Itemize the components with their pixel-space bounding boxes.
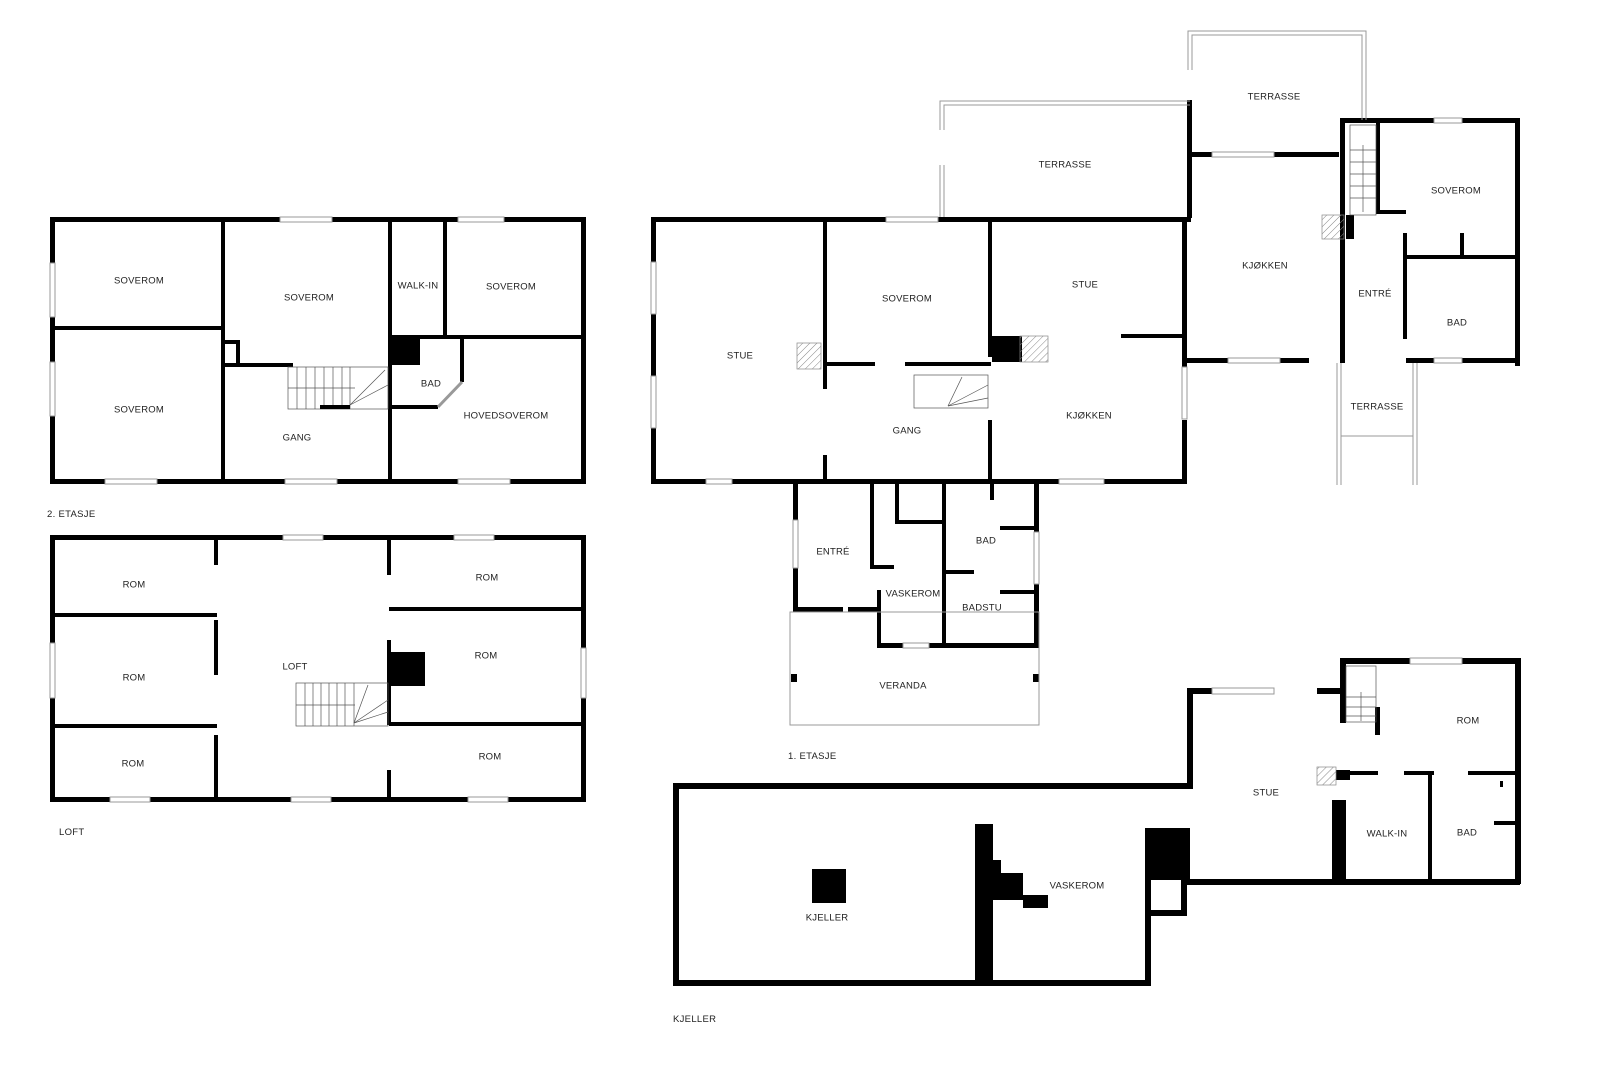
room-label: SOVEROM [1431,186,1481,197]
room-label: TERRASSE [1351,402,1404,413]
fireplace-icon [796,214,1345,370]
room-label: TERRASSE [1039,160,1092,171]
floor-1-windows [650,117,1463,649]
room-labels: SOVEROM SOVEROM WALK-IN SOVEROM SOVEROM BAD GA… [114,92,1481,924]
room-label: LOFT [282,662,307,673]
floor-kjeller [673,658,1521,986]
floor-title: LOFT [59,827,84,838]
room-label: ROM [123,580,146,591]
room-label: SOVEROM [486,282,536,293]
room-label: ENTRÉ [816,547,849,558]
room-label: STUE [1253,788,1279,799]
room-label: BAD [1447,318,1467,329]
room-label: ROM [475,651,498,662]
kjeller-details [1316,665,1377,786]
room-label: ROM [122,759,145,770]
floor-title: 1. ETASJE [788,751,836,762]
room-label: BADSTU [962,603,1002,614]
floor-labels: 2. ETASJE LOFT 1. ETASJE KJELLER [47,509,836,1025]
room-label: VERANDA [879,681,927,692]
room-label: GANG [893,426,922,437]
stairs-icon [287,366,389,410]
room-label: BAD [1457,828,1477,839]
floor-2-windows [49,216,511,485]
kjeller-windows [1211,657,1463,695]
room-label: KJELLER [806,913,849,924]
room-label: STUE [1072,280,1098,291]
room-label: TERRASSE [1248,92,1301,103]
room-label: GANG [283,433,312,444]
loft-windows [49,534,587,803]
room-label: ROM [479,752,502,763]
room-label: HOVEDSOVEROM [464,411,549,422]
room-label: ROM [123,673,146,684]
room-label: WALK-IN [1367,829,1408,840]
floor-title: KJELLER [673,1014,716,1025]
floor-1-stairs-icon [913,124,1377,409]
room-label: SOVEROM [284,293,334,304]
room-label: SOVEROM [114,276,164,287]
floor-title: 2. ETASJE [47,509,95,520]
floor-1-etasje [651,100,1520,682]
room-label: SOVEROM [882,294,932,305]
room-label: STUE [727,351,753,362]
room-label: ROM [1457,716,1480,727]
room-label: WALK-IN [398,281,439,292]
room-label: SOVEROM [114,405,164,416]
room-label: ENTRÉ [1358,289,1391,300]
room-label: KJØKKEN [1242,261,1288,272]
room-label: VASKEROM [1050,881,1105,892]
room-label: KJØKKEN [1066,411,1112,422]
room-label: BAD [976,536,996,547]
floor-2-etasje [50,217,586,484]
room-label: BAD [421,379,441,390]
loft-stairs-icon [295,682,389,727]
room-label: ROM [476,573,499,584]
room-label: VASKEROM [886,589,941,600]
terrace-outlines [789,30,1418,726]
